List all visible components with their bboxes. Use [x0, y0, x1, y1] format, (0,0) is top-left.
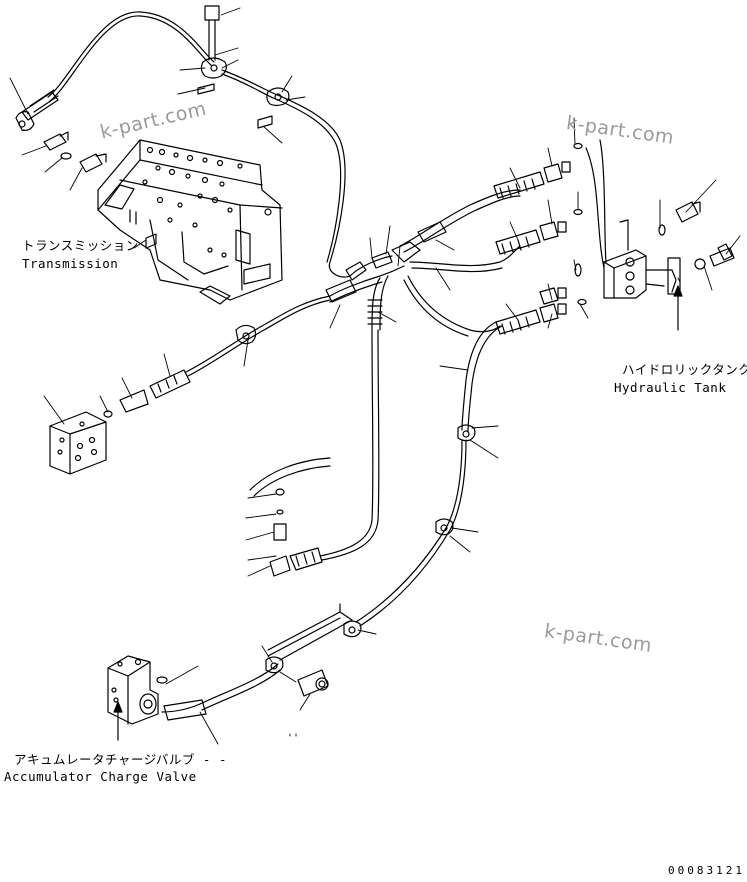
accumulator-label-en: Accumulator Charge Valve: [4, 769, 197, 784]
middle-left-leaders: [43, 339, 249, 425]
hydraulic-tank-label-en: Hydraulic Tank: [614, 380, 727, 395]
left-leaders: [9, 77, 83, 191]
left-adapter-fittings: [43, 131, 107, 173]
accumulator-arrow: [113, 701, 123, 741]
valve-block-left: [49, 411, 107, 475]
top-bolt-clamp-group: [197, 5, 290, 129]
top-long-pipe: [47, 11, 351, 278]
middle-left-hose: [103, 295, 331, 418]
right-down-leaders: [357, 365, 499, 635]
down-hose-leaders: [245, 493, 277, 577]
bottom-clamp-rail: [161, 603, 353, 721]
central-leaders: [329, 225, 455, 329]
transmission-label-en: Transmission: [22, 256, 119, 271]
accumulator-charge-valve: [107, 655, 168, 725]
hydraulic-tank-label-jp: ハイドロリックタンク: [622, 362, 747, 377]
hydraulic-tank-arrow: [673, 285, 683, 331]
top-leaders: [177, 7, 306, 144]
drawing-code: 00083121: [668, 864, 745, 877]
right-hose-ends: [493, 142, 587, 335]
label-ticks: [133, 239, 147, 249]
right-leaders: [505, 117, 741, 329]
right-down-hose: [343, 321, 503, 638]
central-hose-junction: [325, 189, 521, 337]
long-down-hose: [249, 329, 380, 577]
accumulator-label-jp: アキュムレータチャージバルブ - -: [14, 752, 227, 767]
transmission-label-jp: トランスミッション: [22, 238, 139, 253]
transmission-housing: [97, 139, 283, 305]
bottom-leaders: [165, 645, 311, 745]
left-elbow-hose-end: [15, 89, 59, 131]
